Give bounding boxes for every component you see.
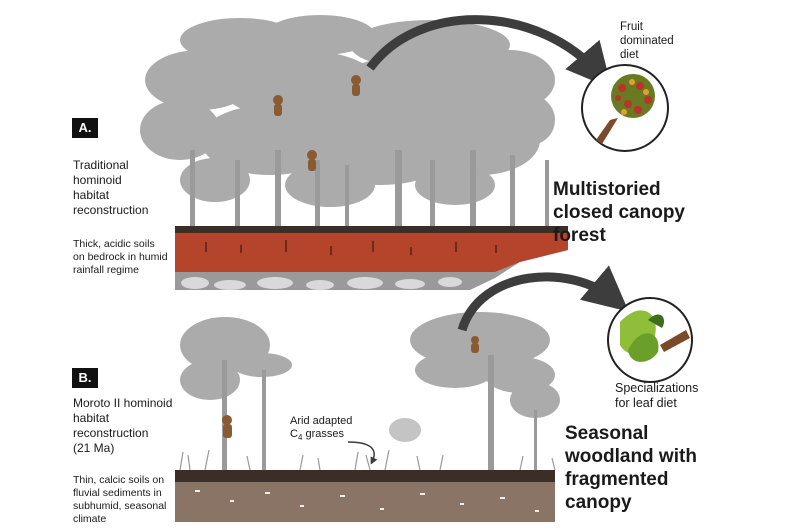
- text-line: C4 grasses: [290, 428, 352, 444]
- leaf-diet-label: Specializations for leaf diet: [615, 381, 698, 411]
- text-line: subhumid, seasonal: [73, 500, 167, 512]
- text-line: fragmented: [565, 469, 669, 490]
- panel-b-soil-text: Thin, calcic soils on fluvial sediments …: [73, 474, 166, 526]
- text-line: forest: [553, 225, 606, 246]
- panel-b-reconstruction-text: Moroto II hominoid habitat reconstructio…: [73, 396, 172, 456]
- fruit-diet-inset: [581, 64, 669, 152]
- text-line: rainfall regime: [73, 264, 139, 276]
- text-line: for leaf diet: [615, 396, 677, 410]
- text-line: (21 Ma): [73, 441, 115, 455]
- primate-figures-a: [273, 75, 361, 171]
- soil-profile-a: [175, 226, 568, 290]
- woodland-habitat-title: Seasonal woodland with fragmented canopy: [565, 422, 697, 514]
- text-line: closed canopy: [553, 202, 685, 223]
- grass-layer: [179, 449, 556, 471]
- text-line: reconstruction: [73, 426, 149, 440]
- text-line: Thick, acidic soils: [73, 238, 155, 250]
- panel-a-soil-text: Thick, acidic soils on bedrock in humid …: [73, 238, 168, 277]
- text-line: canopy: [565, 492, 632, 513]
- text-line: fluvial sediments in: [73, 487, 162, 499]
- text-line: climate: [73, 513, 107, 525]
- text-line: Traditional: [73, 158, 129, 172]
- panel-b-label: B.: [72, 368, 98, 388]
- text-line: habitat: [73, 411, 110, 425]
- text-line: habitat: [73, 188, 110, 202]
- text-line: Multistoried: [553, 179, 661, 200]
- arrow-to-fruit-diet: [366, 15, 612, 89]
- text-line: Moroto II hominoid: [73, 396, 173, 410]
- leaf-diet-inset: [607, 297, 693, 383]
- text-line: dominated: [620, 35, 674, 47]
- grasses-subscript: 4: [297, 433, 303, 443]
- text-line: Specializations: [615, 381, 699, 395]
- text-line: woodland with: [565, 446, 697, 467]
- fruit-diet-label: Fruit dominated diet: [620, 20, 674, 62]
- text-line: reconstruction: [73, 203, 149, 217]
- text-line: hominoid: [73, 173, 122, 187]
- forest-trunks: [190, 150, 549, 228]
- text-line: Fruit: [620, 21, 643, 33]
- text-line: Arid adapted: [290, 415, 353, 427]
- text-line: on bedrock in humid: [73, 251, 168, 263]
- panel-a-label: A.: [72, 118, 98, 138]
- grasses-c: C: [290, 428, 298, 440]
- woodland-trees: [180, 312, 560, 470]
- text-line: Seasonal: [565, 423, 649, 444]
- arrow-to-grasses: [347, 441, 378, 465]
- soil-profile-b: [175, 470, 555, 522]
- grasses-rest: grasses: [302, 428, 344, 440]
- primate-figures-b: [222, 336, 479, 438]
- text-line: Thin, calcic soils on: [73, 474, 165, 486]
- grasses-label: Arid adapted C4 grasses: [290, 415, 352, 444]
- panel-a-reconstruction-text: Traditional hominoid habitat reconstruct…: [73, 158, 148, 218]
- arrow-to-leaf-diet: [457, 265, 629, 332]
- forest-habitat-title: Multistoried closed canopy forest: [553, 178, 685, 247]
- text-line: diet: [620, 49, 639, 61]
